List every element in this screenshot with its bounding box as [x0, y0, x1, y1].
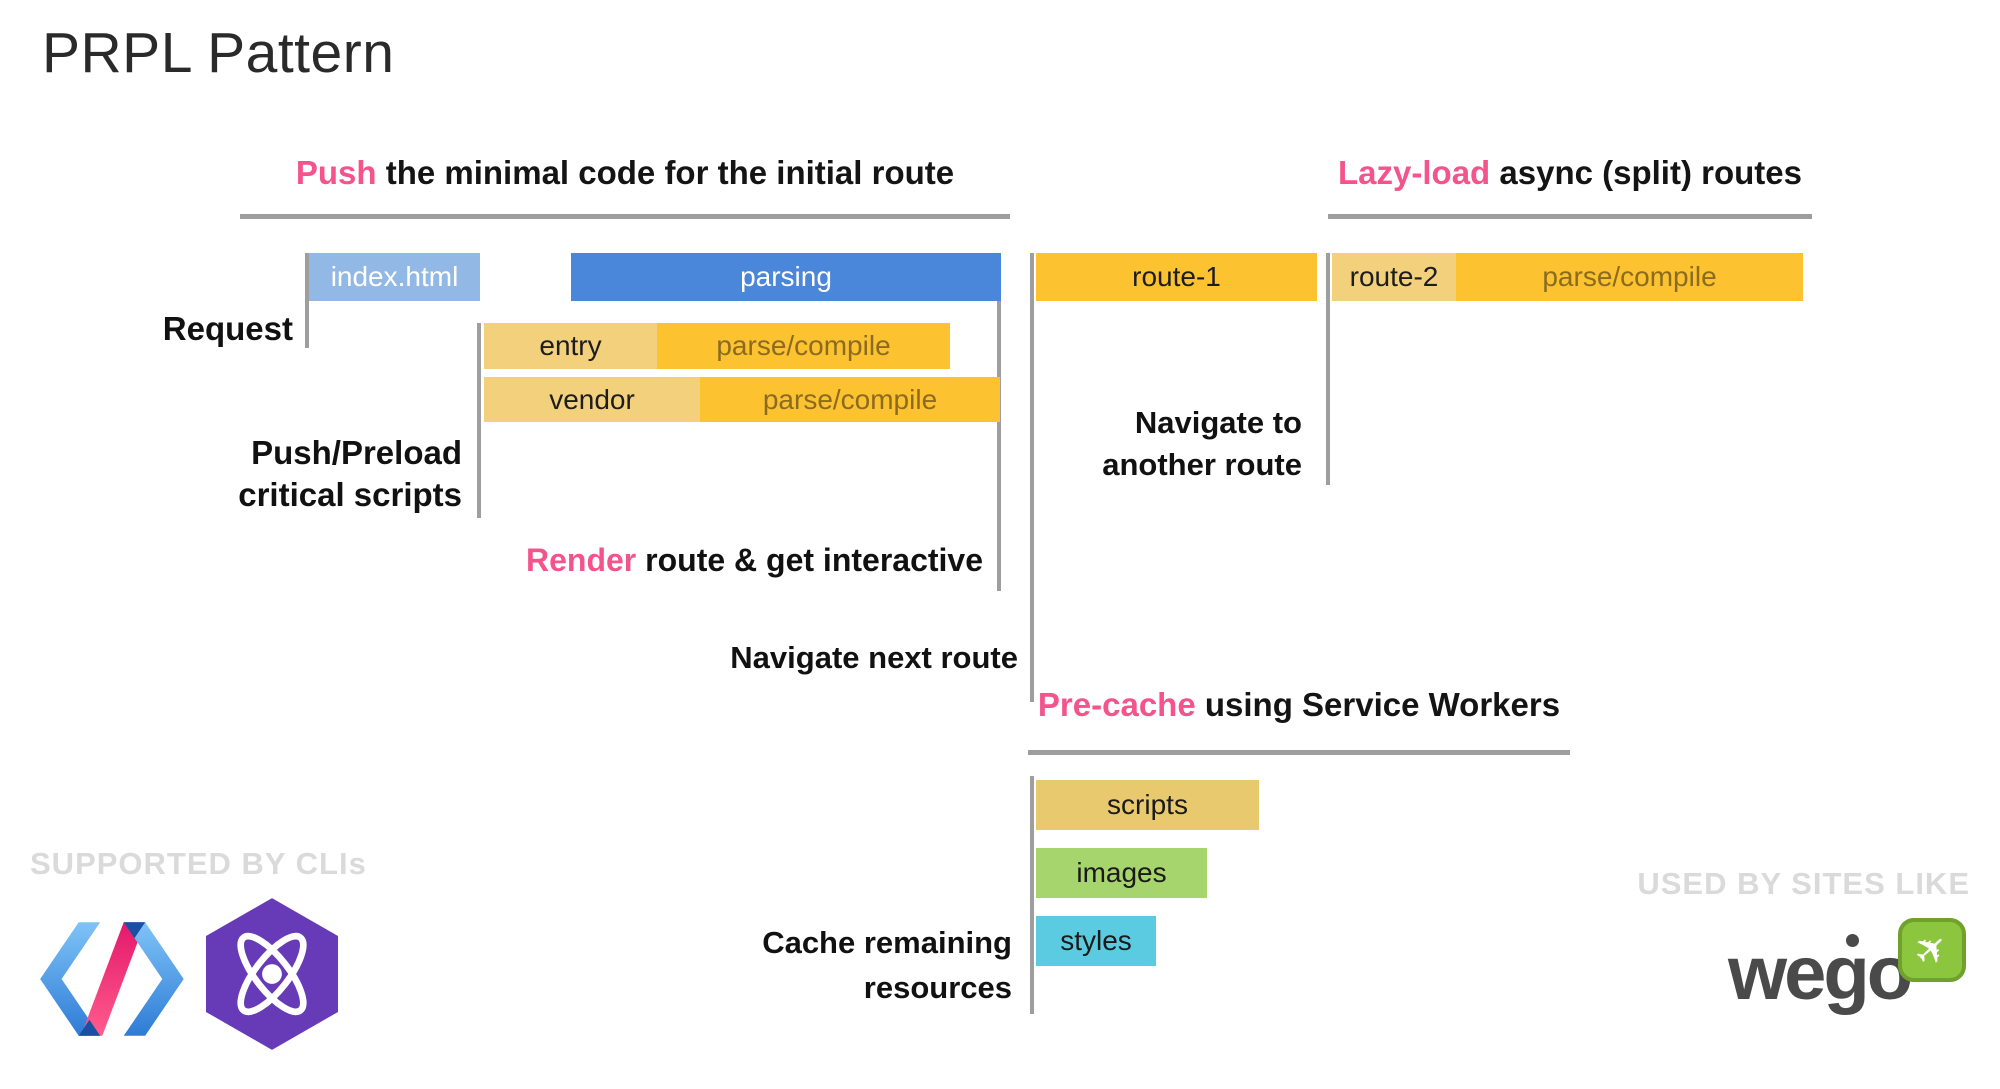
- bar-scripts: scripts: [1036, 780, 1259, 830]
- heading-pre-cache: Pre-cache using Service Workers: [1028, 686, 1570, 724]
- pre-cache-keyword: Pre-cache: [1037, 686, 1196, 723]
- navigate-next-marker-line: [1030, 253, 1034, 702]
- pre-cache-heading-rest: using Service Workers: [1195, 686, 1561, 723]
- route-2-download-segment: route-2: [1332, 253, 1456, 301]
- bar-index-html: index.html: [309, 253, 480, 301]
- push-underline: [240, 214, 1010, 219]
- render-label-rest: route & get interactive: [636, 542, 983, 578]
- entry-parse-compile-segment: parse/compile: [657, 323, 950, 369]
- heading-lazy-load: Lazy-load async (split) routes: [1328, 154, 1812, 192]
- label-cache-remaining-line1: Cache remaining: [762, 925, 1012, 960]
- used-by-sites-like-label: USED BY SITES LIKE: [1637, 866, 1970, 901]
- lazy-load-keyword: Lazy-load: [1338, 154, 1491, 191]
- bar-route-1: route-1: [1036, 253, 1317, 301]
- supported-by-clis-label: SUPPORTED BY CLIs: [30, 846, 367, 881]
- pre-cache-underline: [1028, 750, 1570, 755]
- vendor-download-segment: vendor: [484, 377, 700, 422]
- pre-cache-marker-line: [1030, 776, 1034, 1014]
- wego-logo: wego ✈: [1728, 916, 1968, 1046]
- bar-route-2: route-2 parse/compile: [1332, 253, 1803, 301]
- wego-g-dot: [1846, 934, 1859, 947]
- lazy-load-underline: [1328, 214, 1812, 219]
- heading-push: Push the minimal code for the initial ro…: [240, 154, 1010, 192]
- vendor-parse-compile-segment: parse/compile: [700, 377, 1000, 422]
- render-keyword: Render: [526, 542, 637, 578]
- label-push-preload-line2: critical scripts: [238, 476, 462, 513]
- bar-parsing: parsing: [571, 253, 1001, 301]
- label-cache-remaining-line2: resources: [863, 970, 1012, 1005]
- label-navigate-another-line2: another route: [1102, 447, 1302, 482]
- wego-plane-icon: ✈: [1898, 918, 1966, 982]
- label-request: Request: [162, 310, 293, 347]
- request-marker-line: [305, 253, 309, 348]
- route-2-parse-compile-segment: parse/compile: [1456, 253, 1803, 301]
- label-navigate-next-route: Navigate next route: [730, 640, 1018, 675]
- label-navigate-another-line1: Navigate to: [1134, 405, 1302, 440]
- bar-vendor: vendor parse/compile: [484, 377, 1000, 422]
- page-title: PRPL Pattern: [42, 21, 395, 85]
- navigate-another-marker-line: [1326, 253, 1330, 485]
- bar-styles: styles: [1036, 916, 1156, 966]
- preact-logo-icon: [206, 898, 338, 1055]
- push-preload-marker-line: [477, 323, 481, 518]
- bar-entry: entry parse/compile: [484, 323, 950, 369]
- polymer-logo-icon: [38, 920, 188, 1043]
- label-cache-remaining: Cache remaining resources: [720, 920, 1012, 1010]
- label-navigate-another-route: Navigate to another route: [1060, 402, 1302, 486]
- label-push-preload-line1: Push/Preload: [251, 434, 462, 471]
- bar-images: images: [1036, 848, 1207, 898]
- label-push-preload: Push/Preload critical scripts: [140, 432, 462, 516]
- airplane-glyph: ✈: [1904, 921, 1960, 979]
- push-keyword: Push: [295, 154, 377, 191]
- lazy-heading-rest: async (split) routes: [1490, 154, 1802, 191]
- entry-download-segment: entry: [484, 323, 657, 369]
- wego-wordmark: wego: [1728, 931, 1913, 1016]
- label-render-route: Render route & get interactive: [480, 542, 983, 579]
- push-heading-rest: the minimal code for the initial route: [376, 154, 955, 191]
- render-marker-line: [997, 301, 1001, 591]
